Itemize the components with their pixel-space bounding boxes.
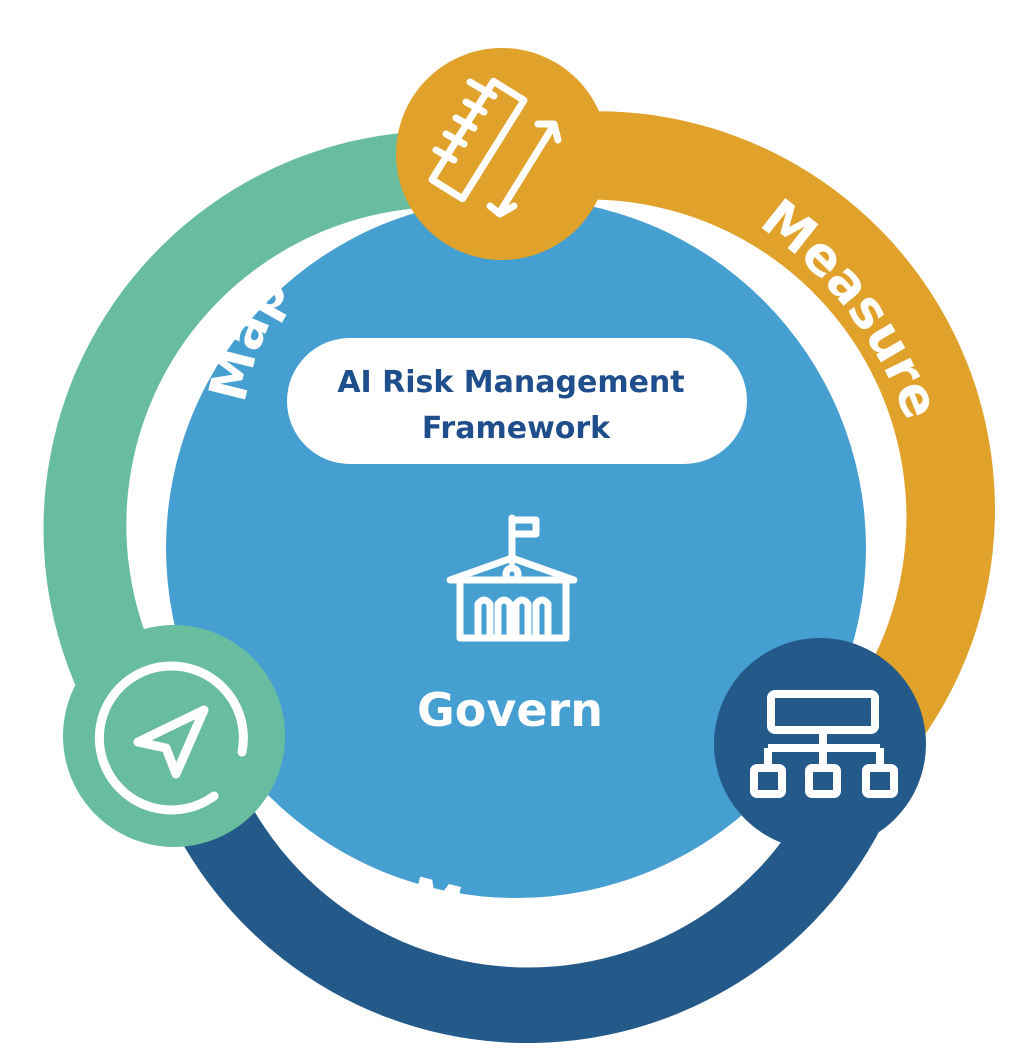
title-line-1: AI Risk Management [337, 365, 684, 400]
manage-badge [714, 638, 926, 850]
govern-label: Govern [417, 683, 603, 737]
ring-segment-manage [170, 712, 910, 1043]
ring-segment-measure [470, 111, 995, 755]
navigation-icon [94, 661, 248, 815]
ruler-icon [428, 77, 562, 218]
ring-segment-map [43, 130, 500, 820]
title-line-2: Framework [422, 411, 611, 446]
government-building-icon [446, 514, 578, 642]
map-badge [63, 625, 285, 847]
outer-ring [43, 111, 995, 1043]
hierarchy-icon [750, 690, 898, 798]
title-pill: AI Risk Management Framework [287, 338, 747, 464]
measure-badge [396, 48, 608, 260]
